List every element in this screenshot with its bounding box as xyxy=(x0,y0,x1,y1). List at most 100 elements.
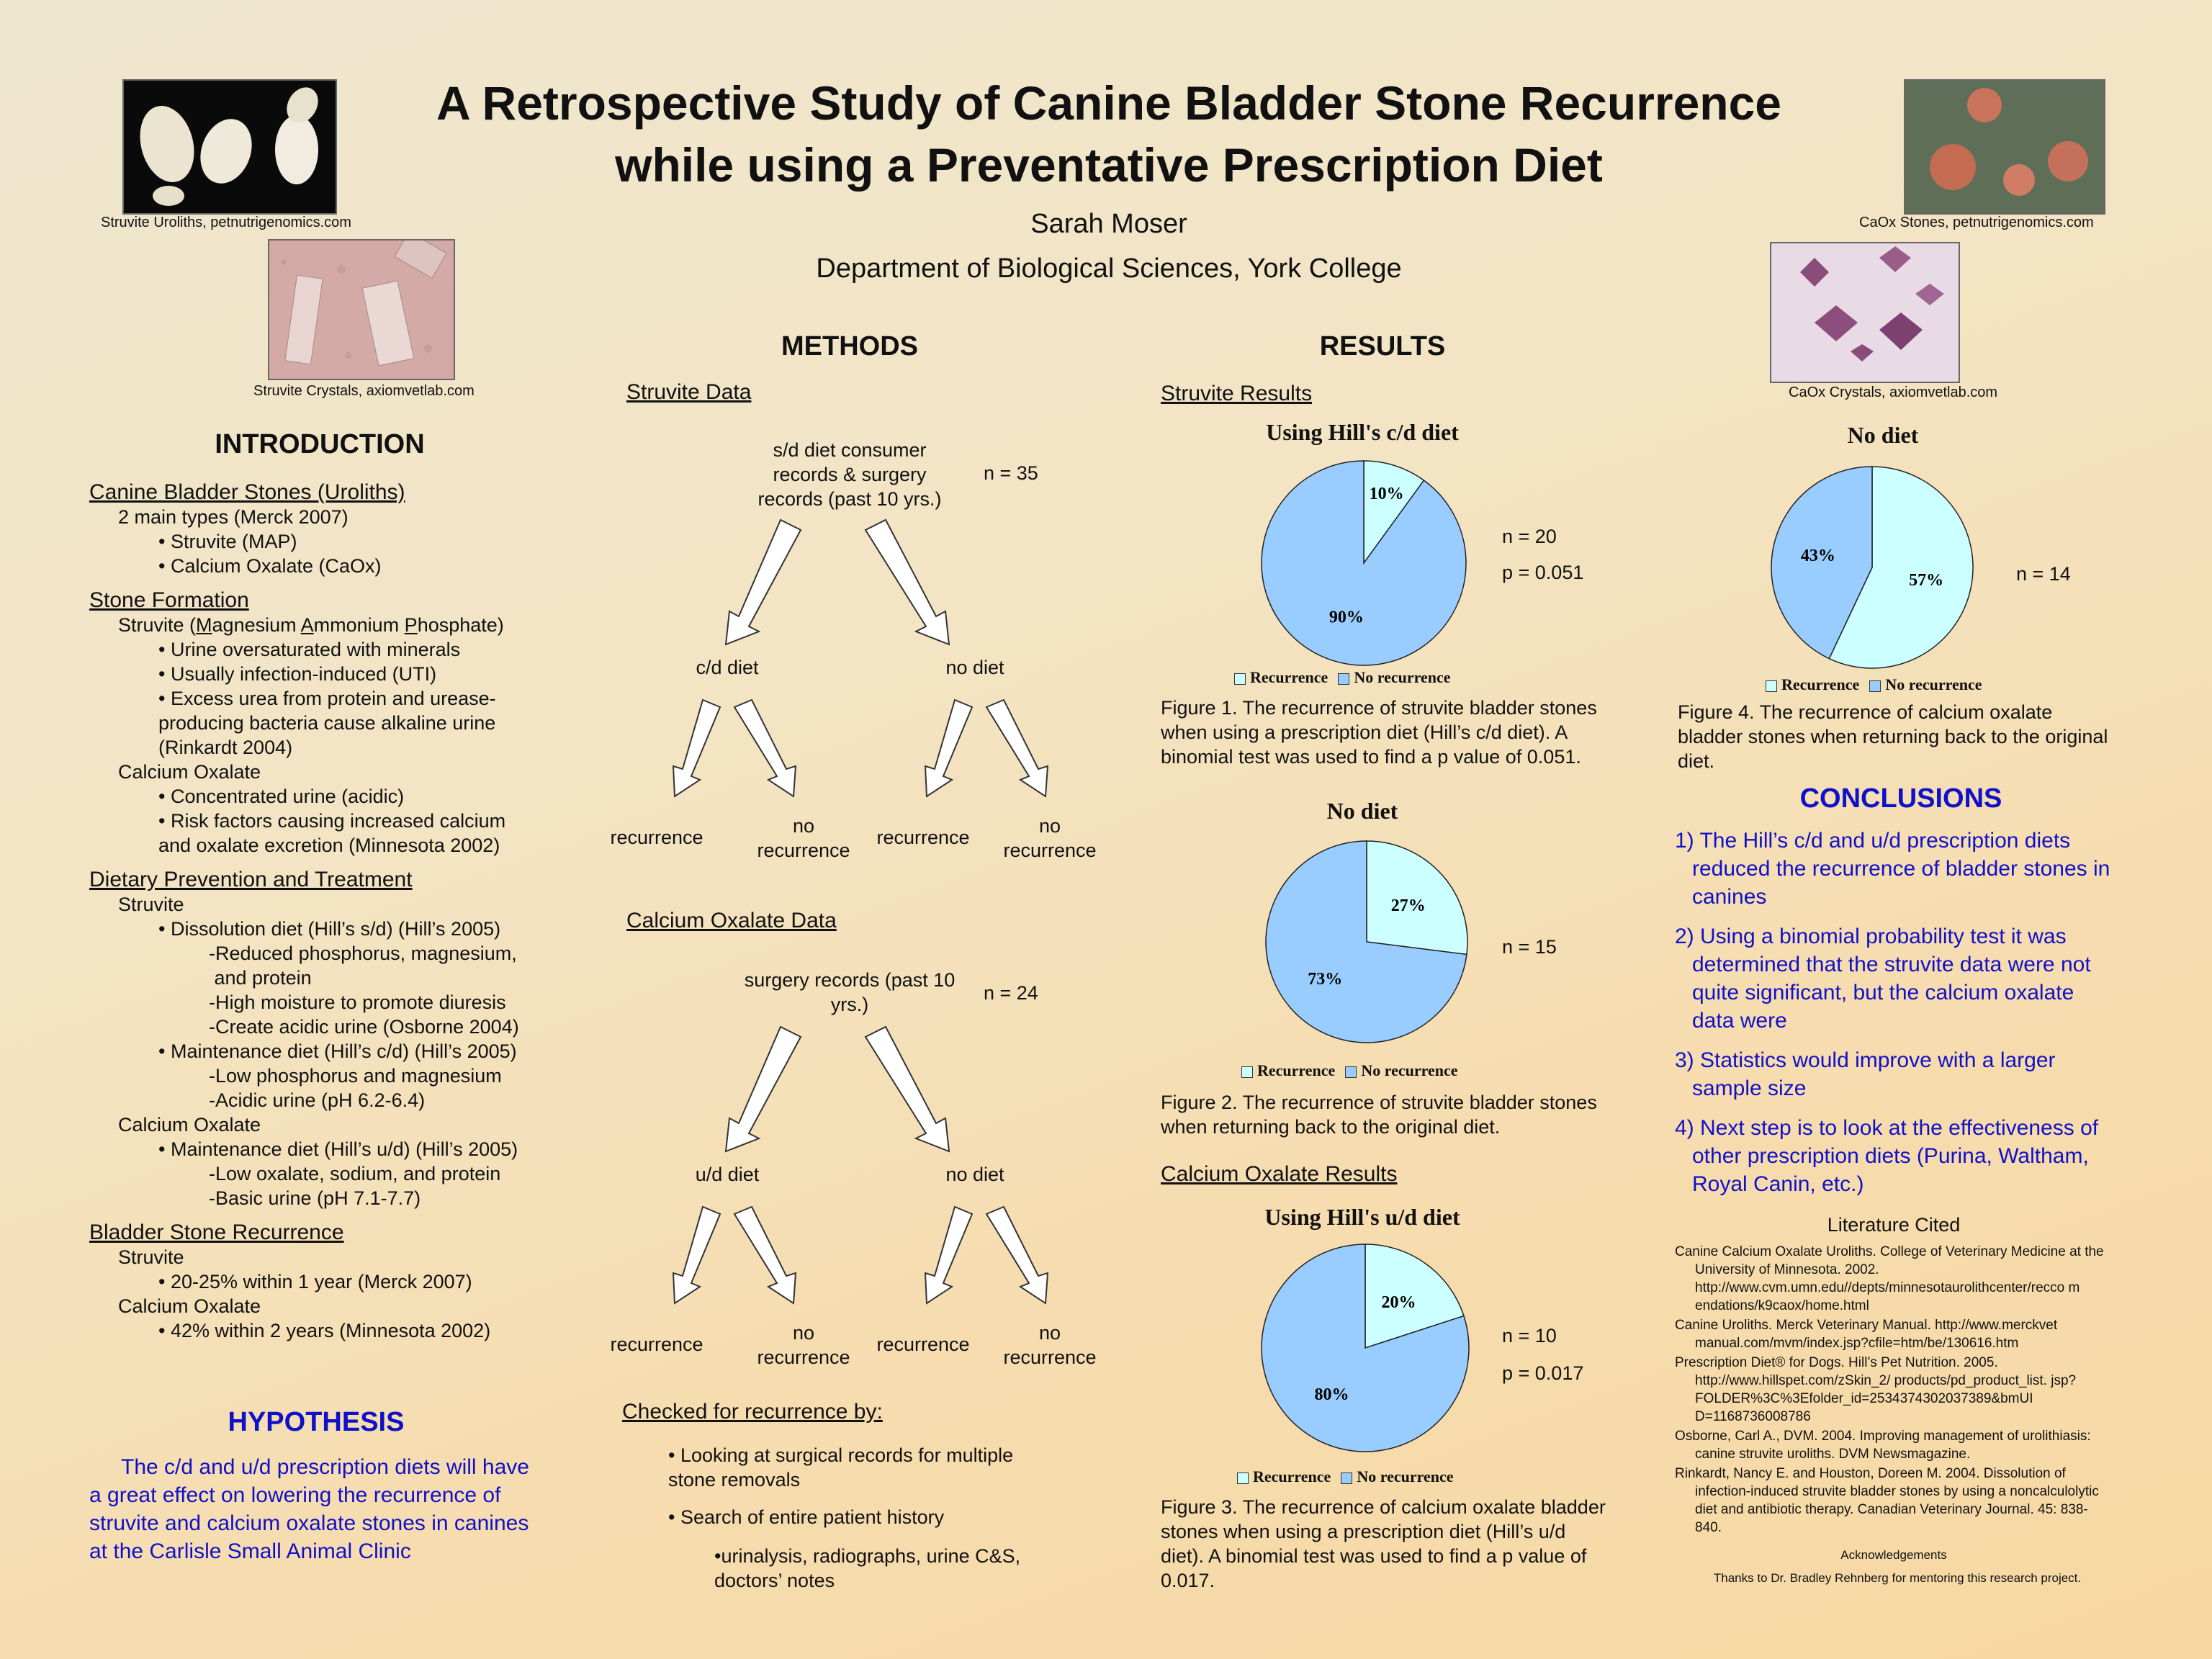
arrow-down-left xyxy=(724,1025,802,1153)
literature-list: Canine Calcium Oxalate Uroliths. College… xyxy=(1675,1243,2114,1538)
struvite-cd-node: c/d diet xyxy=(696,657,759,678)
pie3-legend: Recurrence No recurrence xyxy=(1237,1467,1454,1486)
title-line-2: while using a Preventative Prescription … xyxy=(615,138,1603,192)
caox-crystals-caption: CaOx Crystals, axiomvetlab.com xyxy=(1789,385,1998,400)
intro-text: Struvite xyxy=(118,894,184,915)
struvite-flow-arrows xyxy=(672,518,1049,798)
struvite-crystals-caption: Struvite Crystals, axiomvetlab.com xyxy=(253,383,475,399)
pie-chart-4: 57%43% xyxy=(1771,466,1974,669)
intro-text: • Maintenance diet (Hill’s c/d) (Hill’s … xyxy=(158,1040,517,1062)
caox-results-title: Calcium Oxalate Results xyxy=(1161,1162,1398,1186)
pie4-title: No diet xyxy=(1847,422,1919,448)
struvite-results-title: Struvite Results xyxy=(1161,382,1313,405)
results-heading: RESULTS xyxy=(1319,331,1446,361)
pie-slice-no-recurrence xyxy=(1265,840,1467,1043)
intro-text: • 20-25% within 1 year (Merck 2007) xyxy=(158,1271,472,1292)
pie1-legend: Recurrence No recurrence xyxy=(1234,668,1451,687)
fig4-n: n = 14 xyxy=(2016,563,2071,585)
fig4-caption: Figure 4. The recurrence of calcium oxal… xyxy=(1678,701,2108,772)
pie-data-label: 90% xyxy=(1329,608,1364,626)
checked-title: Checked for recurrence by: xyxy=(622,1400,883,1424)
arrow-down-left xyxy=(672,1205,721,1305)
intro-text: -Basic urine (pH 7.1-7.7) xyxy=(209,1187,421,1209)
methods-heading: METHODS xyxy=(781,331,918,361)
intro-text: • Excess urea from protein and urease- xyxy=(158,688,496,709)
pie-data-label: 57% xyxy=(1909,571,1943,590)
reference-item: Rinkardt, Nancy E. and Houston, Doreen M… xyxy=(1675,1466,2099,1535)
checked-item-1: • Looking at surgical records for multip… xyxy=(668,1444,1014,1491)
intro-text: producing bacteria cause alkaline urine xyxy=(158,712,496,734)
legend-no-recurrence: No recurrence xyxy=(1345,1061,1458,1080)
caox-stones-photo xyxy=(1904,79,2105,215)
checked-item-3: •urinalysis, radiographs, urine C&S, doc… xyxy=(714,1545,1021,1591)
intro-text: • 42% within 2 years (Minnesota 2002) xyxy=(158,1320,491,1341)
leaf-recurrence: recurrence xyxy=(610,827,703,848)
intro-text: Calcium Oxalate xyxy=(118,1295,261,1317)
pie2-title: No diet xyxy=(1326,798,1398,824)
intro-text: 2 main types (Merck 2007) xyxy=(118,506,349,528)
pie-slice-recurrence xyxy=(1366,840,1468,956)
intro-text: • Dissolution diet (Hill’s s/d) (Hill’s … xyxy=(158,918,501,940)
struvite-nodiet-node: no diet xyxy=(945,657,1004,678)
fig3-caption: Figure 3. The recurrence of calcium oxal… xyxy=(1161,1496,1606,1591)
intro-uroliths-title: Canine Bladder Stones (Uroliths) xyxy=(89,480,405,504)
intro-text: -Create acidic urine (Osborne 2004) xyxy=(209,1016,519,1038)
hypothesis-text: The c/d and u/d prescription diets will … xyxy=(89,1455,529,1563)
arrow-down-right xyxy=(985,1205,1049,1305)
reference-item: Prescription Diet® for Dogs. Hill’s Pet … xyxy=(1675,1355,2077,1424)
arrow-down-right xyxy=(733,1205,797,1305)
conclusion-item: 3) Statistics would improve with a large… xyxy=(1675,1048,2056,1100)
caox-n: n = 24 xyxy=(984,982,1038,1004)
pie2-legend: Recurrence No recurrence xyxy=(1241,1061,1458,1080)
acknowledgements-text: Thanks to Dr. Bradley Rehnberg for mento… xyxy=(1713,1571,2082,1585)
pie-slice-no-recurrence xyxy=(1771,466,1873,660)
checked-item-2: • Search of entire patient history xyxy=(668,1506,945,1528)
struvite-data-title: Struvite Data xyxy=(626,380,752,404)
legend-recurrence: Recurrence xyxy=(1766,675,1859,694)
legend-recurrence: Recurrence xyxy=(1237,1467,1331,1486)
pie-data-label: 20% xyxy=(1382,1293,1416,1312)
fig1-n: n = 20 xyxy=(1502,526,1557,547)
pie3-title: Using Hill's u/d diet xyxy=(1264,1204,1460,1230)
pie-chart-1: 10%90% xyxy=(1261,460,1467,666)
intro-struvite-definition: Struvite (Magnesium Ammonium Phosphate) xyxy=(118,614,504,636)
pie-slice-no-recurrence xyxy=(1261,460,1467,666)
caox-crystals-photo xyxy=(1770,242,1960,383)
pie-slice-recurrence xyxy=(1363,460,1425,565)
arrow-down-right xyxy=(733,698,797,798)
pie-slice-no-recurrence xyxy=(1261,1244,1470,1452)
caox-root-node: surgery records (past 10 yrs.) xyxy=(744,969,956,1015)
struvite-root-node: s/d diet consumer records & surgery reco… xyxy=(757,439,942,510)
arrow-down-right xyxy=(864,1025,950,1153)
intro-text: -High moisture to promote diuresis xyxy=(209,992,506,1013)
intro-recurrence-title: Bladder Stone Recurrence xyxy=(89,1220,344,1244)
fig2-n: n = 15 xyxy=(1502,936,1557,958)
poster-title: A Retrospective Study of Canine Bladder … xyxy=(317,72,1901,196)
hypothesis-heading: HYPOTHESIS xyxy=(228,1407,405,1437)
conclusion-item: 2) Using a binomial probability test it … xyxy=(1675,925,2091,1033)
reference-item: Canine Calcium Oxalate Uroliths. College… xyxy=(1675,1244,2104,1313)
leaf-recurrence: recurrence xyxy=(610,1334,703,1355)
fig3-n: n = 10 xyxy=(1502,1325,1557,1346)
legend-no-recurrence: No recurrence xyxy=(1341,1467,1454,1486)
intro-text: -Reduced phosphorus, magnesium, xyxy=(209,943,517,964)
introduction-section: INTRODUCTION Canine Bladder Stones (Urol… xyxy=(89,429,550,1343)
legend-recurrence: Recurrence xyxy=(1241,1061,1335,1080)
intro-text: and protein xyxy=(209,967,312,989)
arrow-down-left xyxy=(924,1205,974,1305)
fig2-caption: Figure 2. The recurrence of struvite bla… xyxy=(1161,1092,1597,1138)
introduction-heading: INTRODUCTION xyxy=(215,429,425,459)
caox-flow-arrows xyxy=(672,1025,1049,1305)
intro-text: • Struvite (MAP) xyxy=(158,531,297,552)
author-name: Sarah Moser xyxy=(1030,209,1187,239)
intro-text: • Maintenance diet (Hill’s u/d) (Hill’s … xyxy=(158,1138,518,1160)
caox-data-title: Calcium Oxalate Data xyxy=(626,909,837,932)
fig1-p: p = 0.051 xyxy=(1502,562,1584,583)
legend-recurrence: Recurrence xyxy=(1234,668,1328,687)
pie1-title: Using Hill's c/d diet xyxy=(1266,419,1459,445)
title-line-1: A Retrospective Study of Canine Bladder … xyxy=(436,76,1781,130)
